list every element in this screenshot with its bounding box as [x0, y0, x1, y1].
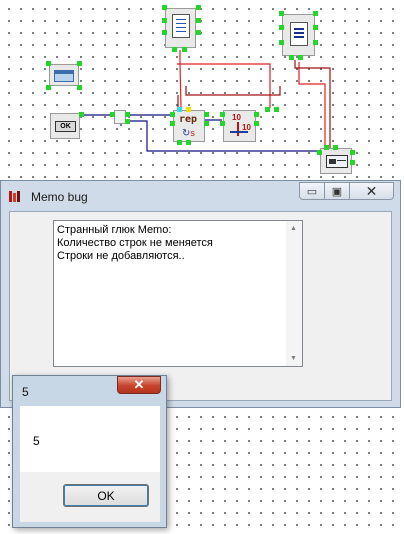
form-component[interactable]	[49, 64, 79, 86]
button-component-face: OK	[55, 121, 76, 132]
repeat-component[interactable]: rep ↻s	[173, 110, 205, 142]
caption-buttons: ▭ ▣ ✕	[299, 182, 394, 201]
wire-red-1	[179, 50, 182, 109]
counter-component[interactable]: 10 10	[223, 110, 256, 142]
maximize-button[interactable]: ▣	[325, 182, 350, 200]
dialog-message: 5	[33, 434, 40, 448]
close-icon: ✕	[365, 182, 378, 199]
memo-line: Строки не добавляются..	[57, 250, 185, 262]
wire-blue-3	[125, 120, 318, 152]
memo-component-icon	[172, 14, 190, 38]
wire-darkred-2	[185, 86, 281, 96]
wire-red-2	[177, 63, 271, 108]
repeat-label: rep	[179, 114, 198, 125]
message-dialog: 5 ✕ 5 OK	[12, 375, 167, 528]
app-icon	[8, 190, 22, 203]
scroll-down-arrow-icon[interactable]: ▼	[290, 355, 297, 362]
window-title: Memo bug	[31, 190, 88, 204]
listbox-component-icon	[290, 22, 308, 46]
listbox-component[interactable]	[282, 14, 315, 56]
dialog-footer: OK	[20, 472, 160, 522]
memo-line: Количество строк не меняется	[57, 237, 213, 249]
wire-red-3	[298, 62, 326, 148]
scroll-up-arrow-icon[interactable]: ▲	[290, 225, 297, 232]
counter-top-value: 10	[232, 113, 241, 122]
counter-bar-icon	[237, 122, 239, 136]
hub-component[interactable]	[114, 110, 126, 124]
close-button[interactable]: ✕	[350, 182, 394, 200]
maximize-icon: ▣	[331, 185, 343, 198]
form-component-icon	[54, 70, 74, 82]
ok-button[interactable]: OK	[63, 484, 149, 507]
wire-darkred-1	[294, 60, 331, 148]
memo-component[interactable]	[165, 8, 196, 48]
counter-bottom-value: 10	[242, 123, 251, 132]
memo-line: Странный глюк Memo:	[57, 224, 172, 236]
minimize-button[interactable]: ▭	[299, 182, 325, 200]
dialog-close-button[interactable]: ✕	[117, 376, 161, 394]
memo-textarea[interactable]: Странный глюк Memo: Количество строк не …	[53, 220, 303, 367]
memo-bug-window: Memo bug ▭ ▣ ✕ Странный глюк Memo: Колич…	[0, 180, 401, 408]
button-component[interactable]: OK	[50, 113, 80, 139]
memo-content: Странный глюк Memo: Количество строк не …	[57, 224, 213, 263]
window-titlebar[interactable]: Memo bug ▭ ▣ ✕	[1, 181, 400, 211]
message-component-icon	[326, 155, 348, 168]
memo-vertical-scrollbar[interactable]: ▲ ▼	[286, 221, 302, 366]
ok-button-label: OK	[97, 488, 115, 503]
minimize-icon: ▭	[306, 185, 318, 198]
message-component[interactable]	[320, 148, 352, 174]
dialog-body: 5	[20, 406, 160, 472]
counter-axis-icon	[230, 131, 248, 133]
dialog-title: 5	[22, 385, 29, 399]
repeat-loop-icon: ↻s	[182, 128, 195, 139]
close-icon: ✕	[133, 377, 145, 392]
window-client-area: Странный глюк Memo: Количество строк не …	[9, 211, 392, 401]
